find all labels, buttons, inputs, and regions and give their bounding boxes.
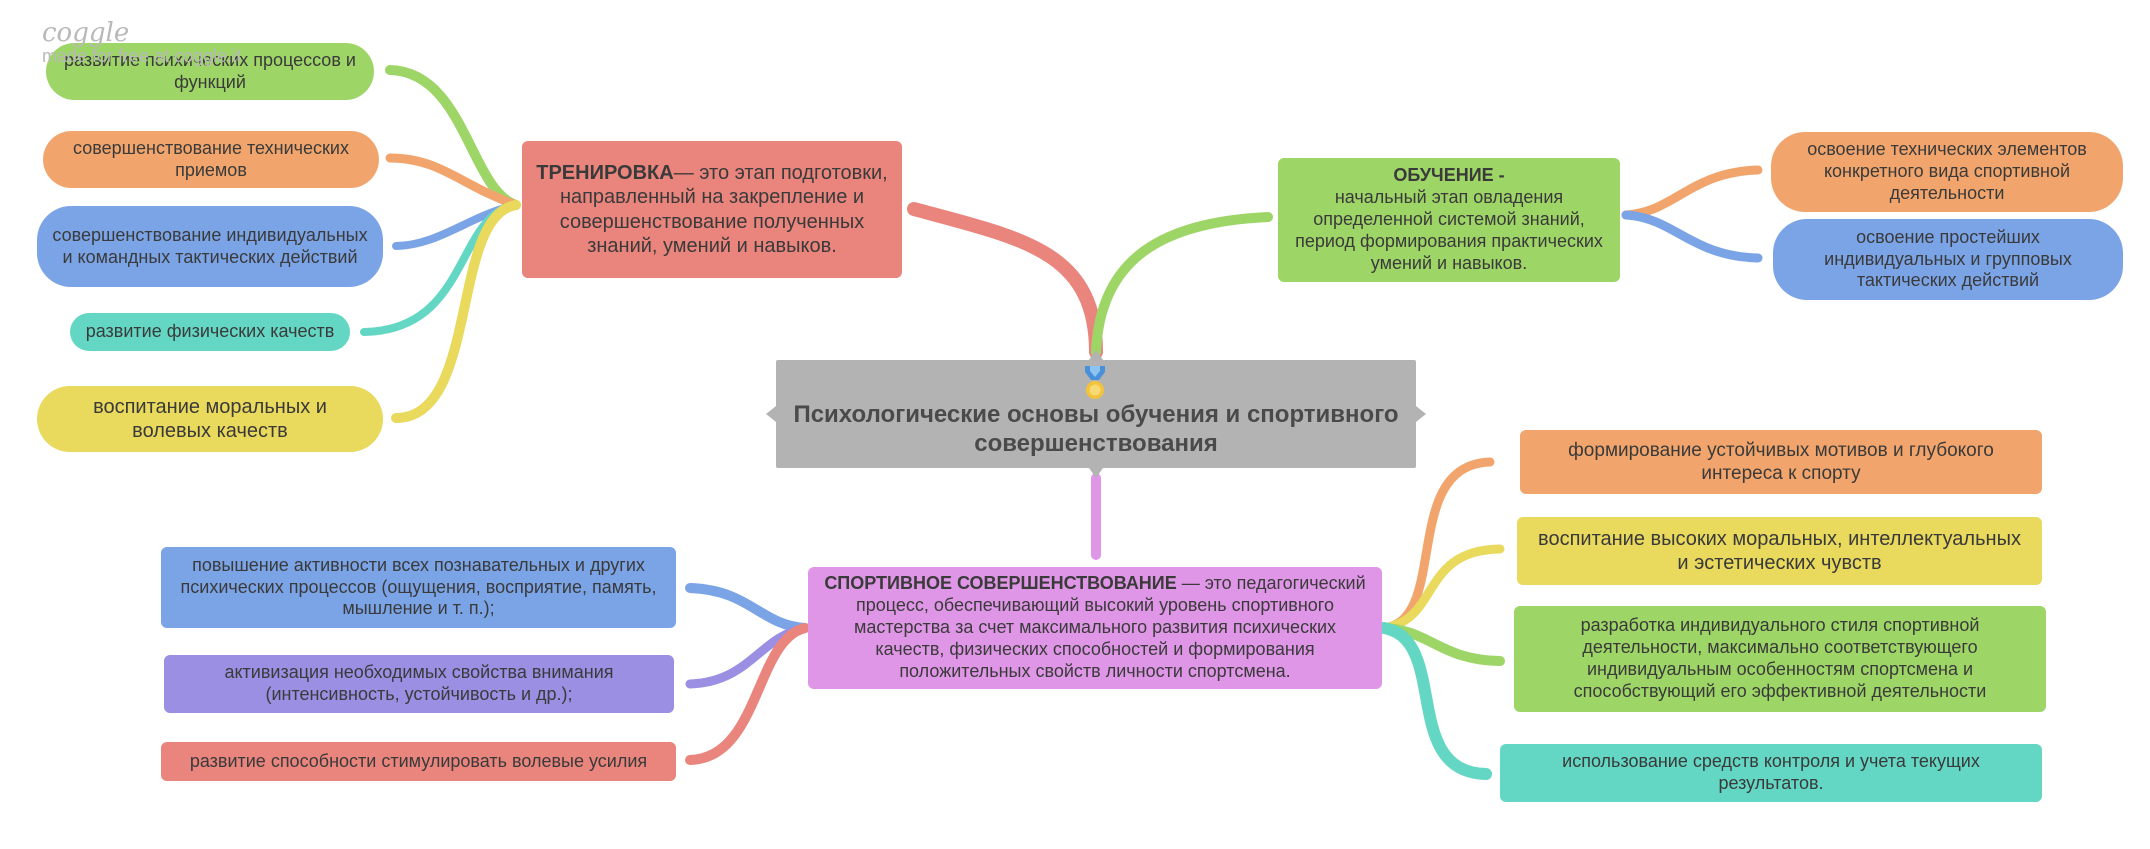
link-improvement-l1 — [685, 583, 810, 633]
center-marker-left — [766, 406, 776, 422]
link-improvement-r4 — [1378, 622, 1492, 780]
link-center-training — [907, 202, 1103, 359]
improvement-node[interactable]: СПОРТИВНОЕ СОВЕРШЕНСТВОВАНИЕ — это педаг… — [808, 567, 1382, 689]
center-marker-bottom — [1089, 468, 1103, 478]
improvement-left-item-2[interactable]: активизация необходимых свойства внимани… — [164, 655, 674, 713]
improvement-left-item-1[interactable]: повышение активности всех познавательных… — [161, 547, 676, 628]
center-node[interactable]: Психологические основы обучения и спорти… — [776, 360, 1416, 468]
training-item-4[interactable]: развитие физических качеств — [70, 313, 350, 351]
medal-icon — [1085, 366, 1105, 399]
learning-text: начальный этап овладения определенной си… — [1295, 187, 1603, 273]
learning-item-1[interactable]: освоение технических элементов конкретно… — [1771, 132, 2123, 212]
center-marker-right — [1416, 406, 1426, 422]
link-learning-1 — [1621, 165, 1763, 220]
improvement-right-item-2[interactable]: воспитание высоких моральных, интеллекту… — [1517, 517, 2042, 585]
link-improvement-l3 — [685, 623, 810, 765]
training-title: ТРЕНИРОВКА — [536, 161, 674, 184]
learning-title: ОБУЧЕНИЕ - — [1393, 165, 1505, 186]
training-item-2[interactable]: совершенствование технических приемов — [43, 131, 379, 188]
learning-item-2[interactable]: освоение простейших индивидуальных и гру… — [1773, 219, 2123, 300]
training-node[interactable]: ТРЕНИРОВКА— это этап подготовки, направл… — [522, 141, 902, 278]
learning-description: ОБУЧЕНИЕ - начальный этап овладения опре… — [1292, 165, 1606, 275]
improvement-description: СПОРТИВНОЕ СОВЕРШЕНСТВОВАНИЕ — это педаг… — [822, 573, 1368, 683]
training-item-1[interactable]: развитие психических процессов и функций — [46, 43, 374, 100]
training-item-5[interactable]: воспитание моральных и волевых качеств — [37, 386, 383, 452]
link-training-1 — [385, 65, 521, 210]
improvement-title: СПОРТИВНОЕ СОВЕРШЕНСТВОВАНИЕ — [824, 573, 1177, 594]
improvement-right-item-3[interactable]: разработка индивидуального стиля спортив… — [1514, 606, 2046, 712]
coggle-watermark-text: made for free at coggle.it — [42, 46, 242, 66]
coggle-logo: coggle — [42, 18, 130, 48]
link-center-learning — [1091, 212, 1273, 357]
coggle-watermark[interactable]: coggle made for free at coggle.it — [42, 18, 241, 67]
learning-node[interactable]: ОБУЧЕНИЕ - начальный этап овладения опре… — [1278, 158, 1620, 282]
link-training-2 — [385, 153, 521, 210]
center-marker-top — [1089, 350, 1103, 360]
improvement-right-item-1[interactable]: формирование устойчивых мотивов и глубок… — [1520, 430, 2042, 494]
link-training-5 — [391, 200, 521, 423]
training-description: ТРЕНИРОВКА— это этап подготовки, направл… — [536, 161, 888, 259]
improvement-left-item-3[interactable]: развитие способности стимулировать волев… — [161, 742, 676, 781]
improvement-text: — это педагогический процесс, обеспечива… — [854, 573, 1366, 681]
training-item-3[interactable]: совершенствование индивидуальных и коман… — [37, 206, 383, 287]
link-learning-2 — [1621, 210, 1763, 263]
link-improvement-r2 — [1379, 544, 1505, 633]
center-title: Психологические основы обучения и спорти… — [793, 400, 1399, 457]
improvement-right-item-4[interactable]: использование средств контроля и учета т… — [1500, 744, 2042, 802]
link-improvement-r1 — [1379, 457, 1495, 633]
training-text: — это этап подготовки, направленный на з… — [559, 161, 888, 257]
